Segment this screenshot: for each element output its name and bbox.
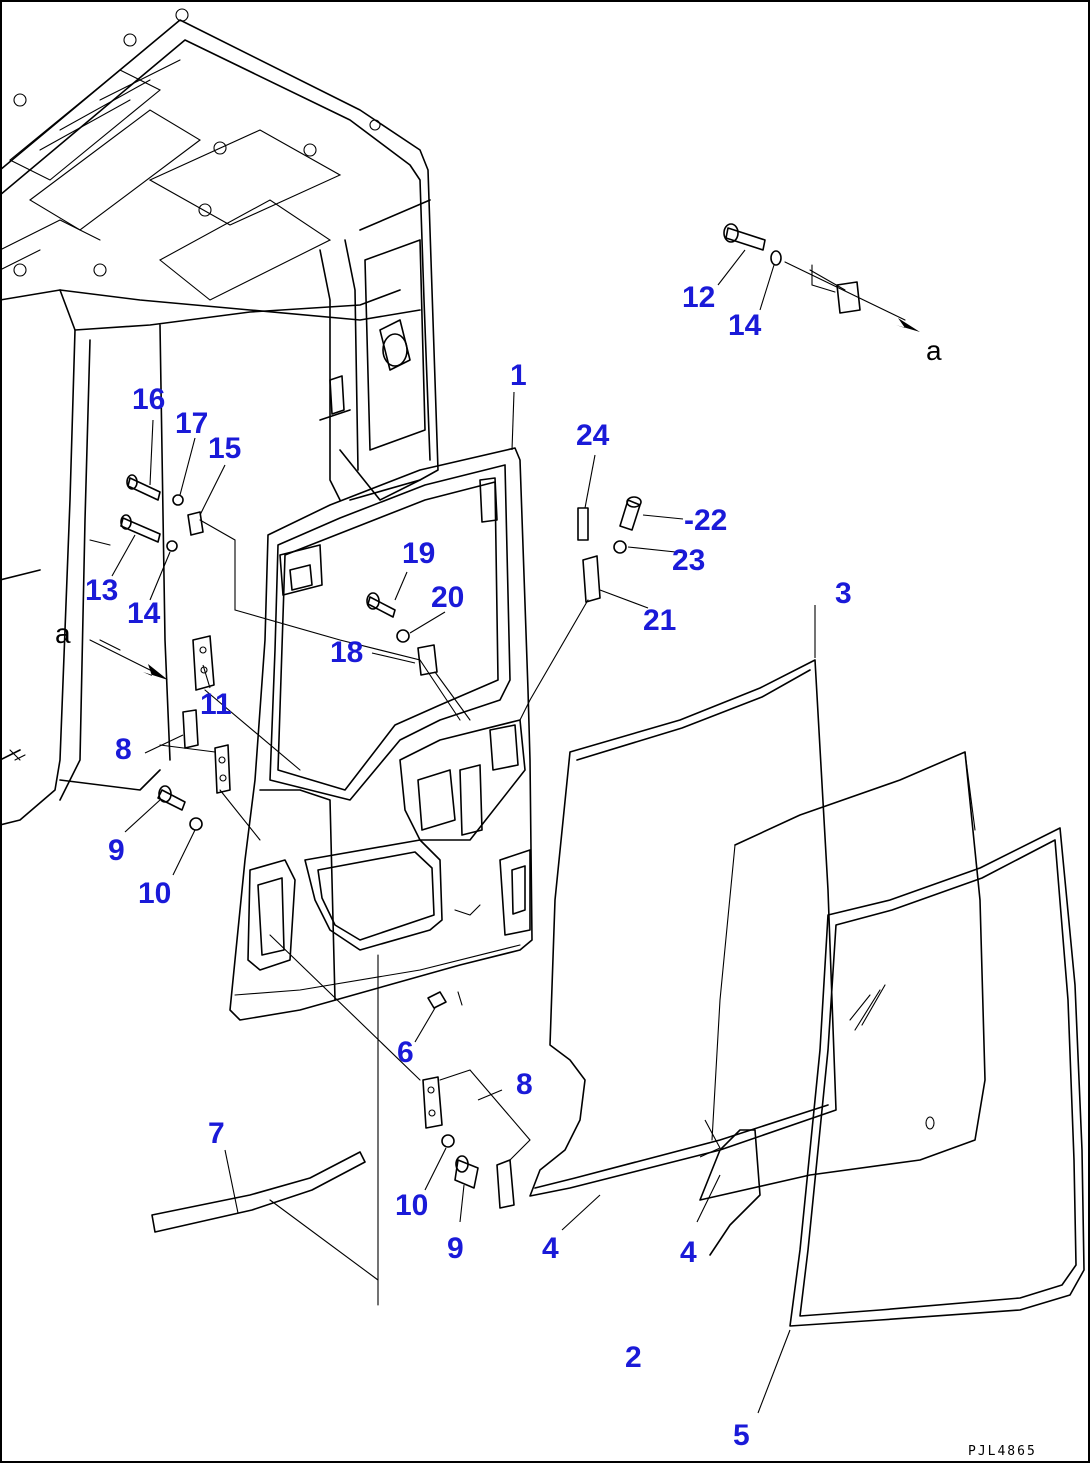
callout-24: 24 (576, 419, 610, 452)
callout-14-left: 14 (127, 597, 161, 630)
callout-11: 11 (200, 688, 232, 721)
door-assembly (229, 447, 533, 1306)
callout-3: 3 (835, 577, 852, 610)
roof-bolts (13, 8, 381, 277)
callout-1: 1 (510, 359, 527, 392)
callout-20: 20 (431, 581, 464, 614)
callout-16: 16 (132, 383, 165, 416)
callout-18: 18 (330, 636, 363, 669)
view-letter-a-left: a (55, 618, 71, 649)
callout-4-left: 4 (542, 1232, 559, 1265)
callout-22: -22 (684, 504, 727, 537)
callout-7: 7 (208, 1117, 225, 1150)
callout-21: 21 (643, 604, 676, 637)
callout-19: 19 (402, 537, 435, 570)
drawing-code: PJL4865 (968, 1444, 1037, 1459)
callout-13: 13 (85, 574, 118, 607)
hardware-hinges (182, 264, 861, 1209)
callout-2: 2 (625, 1341, 642, 1374)
callout-5: 5 (733, 1419, 750, 1452)
cab-frame (0, 8, 439, 826)
hardware-bolts (120, 223, 782, 1189)
leader-lines (111, 249, 816, 1414)
callout-4-right: 4 (680, 1236, 697, 1269)
glass-panel-3 (529, 659, 837, 1197)
callout-8-lower: 8 (516, 1068, 533, 1101)
assembly-guide-lines (89, 261, 906, 1281)
glass-panel-2 (699, 751, 986, 1256)
view-arrows (143, 318, 920, 680)
callout-10-upper: 10 (138, 877, 171, 910)
callout-labels: 1 2 3 4 4 5 6 7 8 8 9 9 10 10 11 12 13 1… (85, 281, 852, 1452)
callout-17: 17 (175, 407, 208, 440)
callout-14-top: 14 (728, 309, 762, 342)
callout-12: 12 (682, 281, 715, 314)
callout-9-upper: 9 (108, 834, 125, 867)
callout-15: 15 (208, 432, 241, 465)
view-letter-a-right: a (926, 335, 942, 366)
seal-strip (151, 1151, 366, 1233)
callout-6: 6 (397, 1036, 414, 1069)
callout-8-upper: 8 (115, 733, 132, 766)
callout-23: 23 (672, 544, 705, 577)
callout-10-lower: 10 (395, 1189, 428, 1222)
callout-9-lower: 9 (447, 1232, 464, 1265)
glass-panel-5 (789, 827, 1085, 1327)
